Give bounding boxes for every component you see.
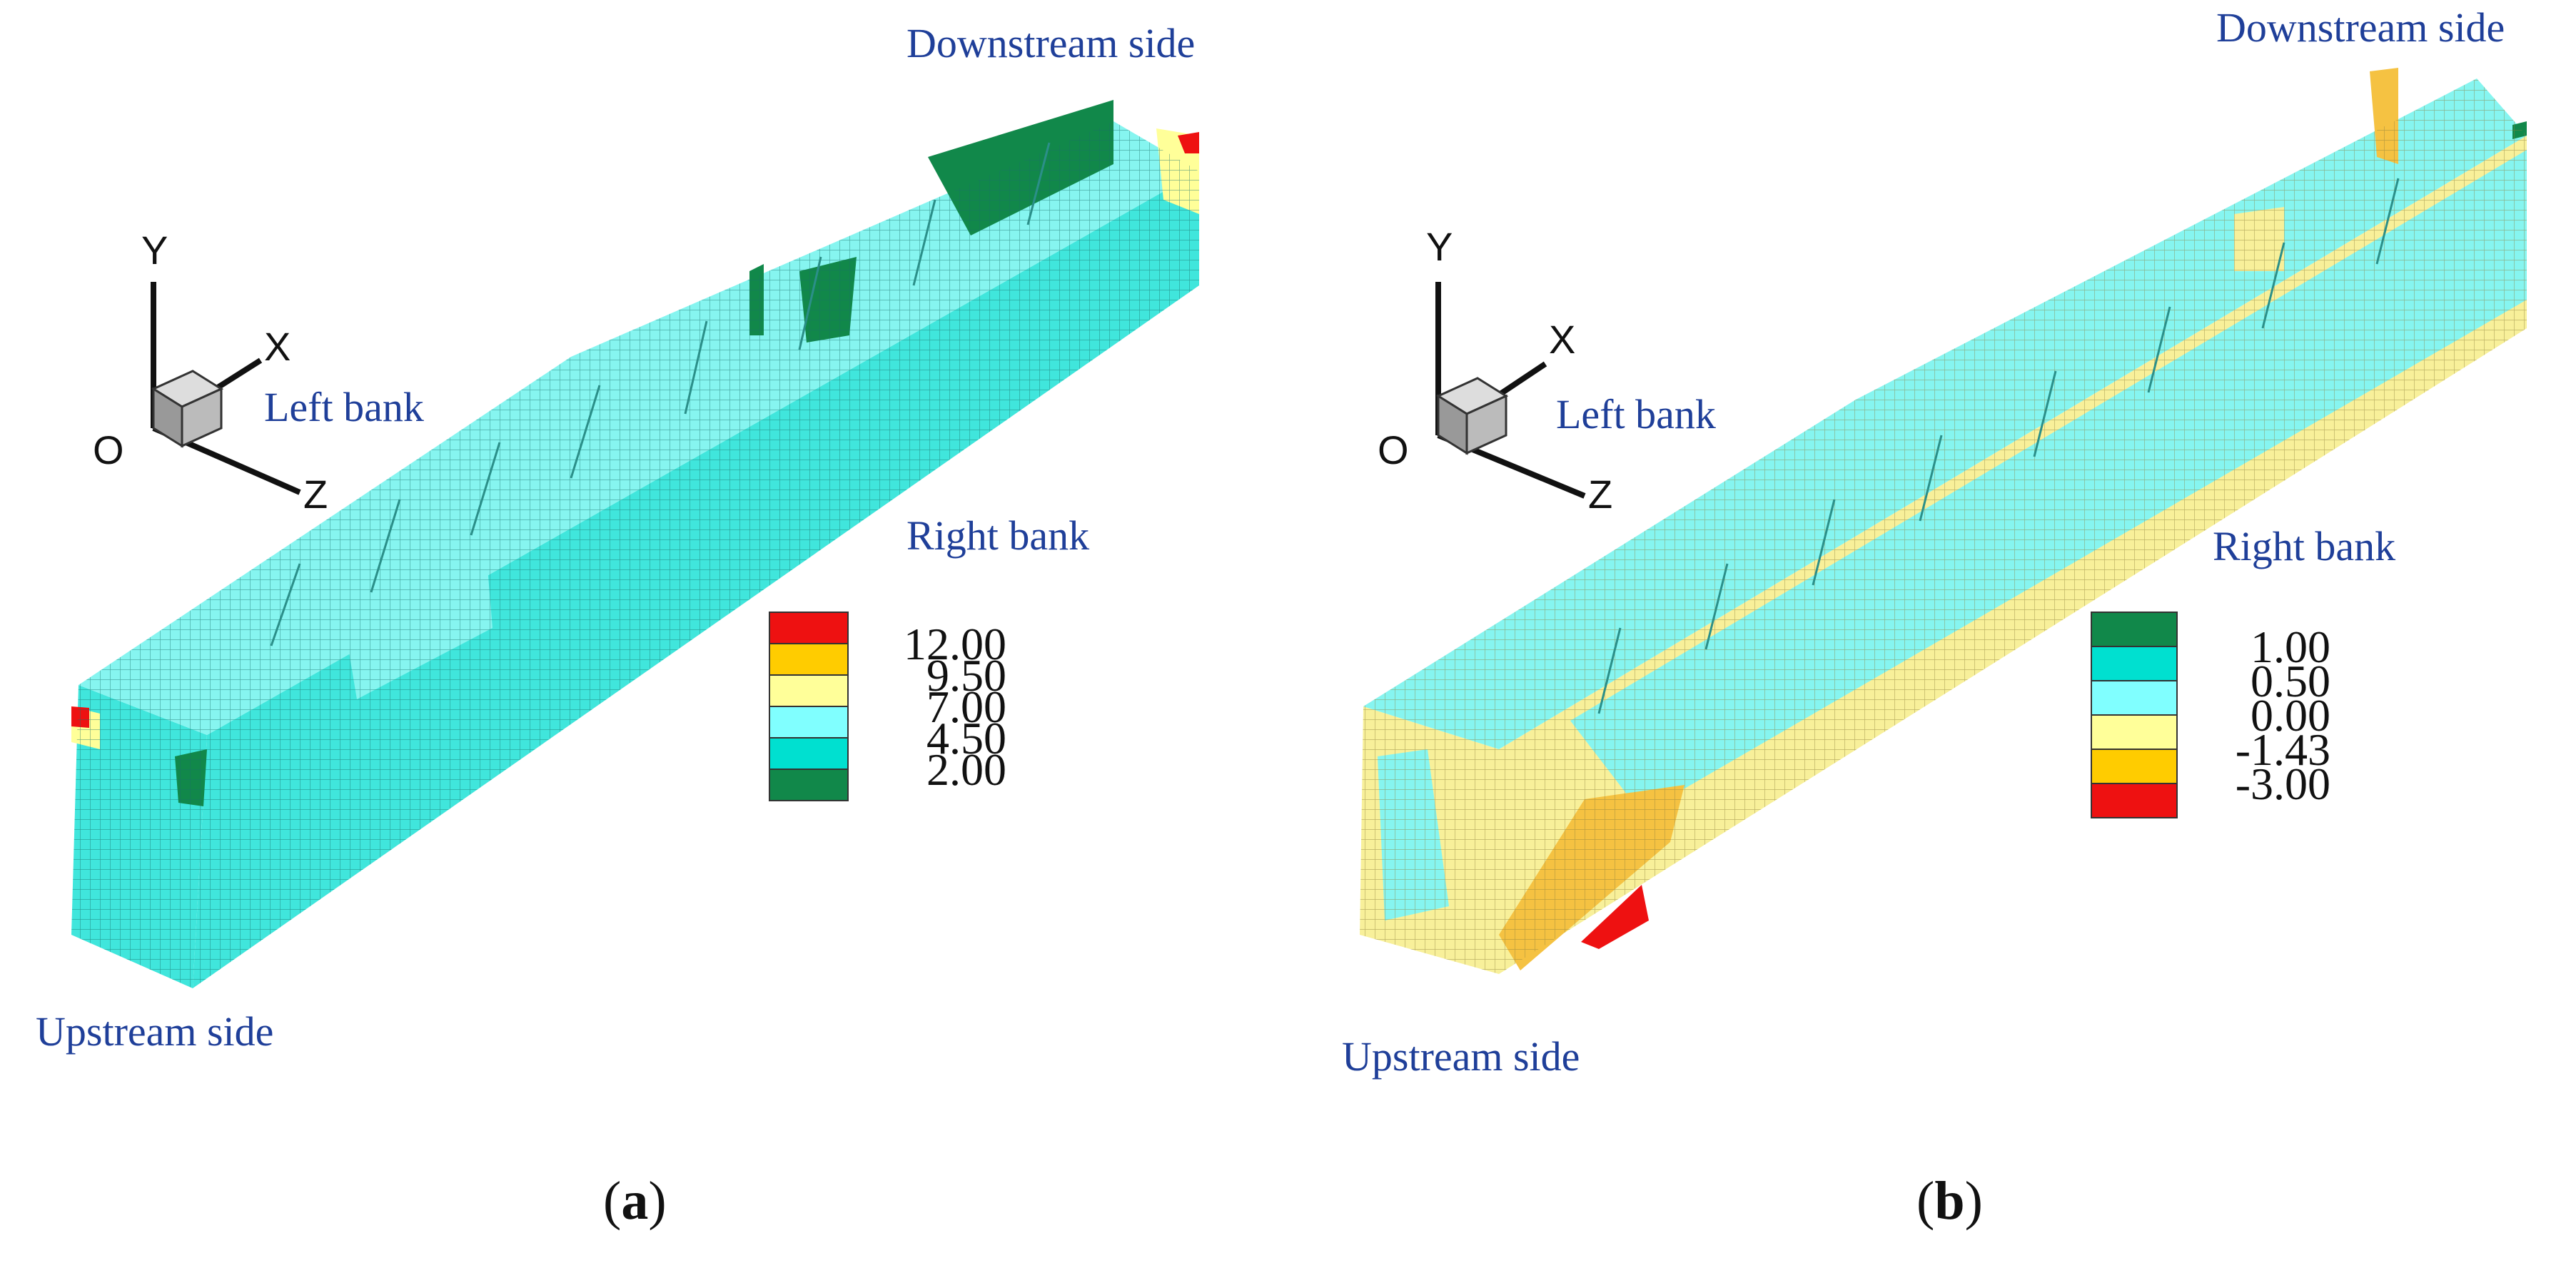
downstream-label: Downstream side bbox=[906, 20, 1195, 66]
legend-swatch bbox=[2091, 749, 2178, 784]
legend-value-label: 12.00 bbox=[904, 619, 1006, 669]
legend-value-label: 4.50 bbox=[926, 713, 1006, 764]
aqueduct-model-a bbox=[71, 100, 1199, 988]
axis-cube-icon bbox=[1435, 377, 1509, 455]
left-bank-label: Left bank bbox=[1556, 391, 1716, 437]
axis-y-label: Y bbox=[141, 228, 168, 273]
legend-value-label: -3.00 bbox=[2236, 759, 2330, 809]
legend-swatch bbox=[2091, 783, 2178, 818]
panel-b: Y X Z O Downstream side Upstream side Le… bbox=[1285, 0, 2576, 1263]
legend-swatch bbox=[769, 612, 849, 644]
legend-value-label: 2.00 bbox=[926, 744, 1006, 795]
legend-swatch bbox=[769, 643, 849, 676]
caption-a: (a) bbox=[603, 1171, 667, 1231]
legend-b: 1.000.500.00-1.43-3.00 bbox=[2091, 612, 2330, 818]
legend-swatch bbox=[2091, 680, 2178, 716]
legend-value-label: 1.00 bbox=[2251, 622, 2330, 672]
axis-x-label: X bbox=[264, 324, 291, 369]
panel-b-figure: Y X Z O Downstream side Upstream side Le… bbox=[1342, 4, 2527, 1080]
axis-y-label: Y bbox=[1426, 224, 1453, 269]
legend-value-label: 0.00 bbox=[2251, 690, 2330, 741]
legend-swatch bbox=[2091, 714, 2178, 750]
legend-swatch bbox=[769, 737, 849, 770]
upstream-label: Upstream side bbox=[36, 1008, 273, 1055]
legend-value-label: 0.50 bbox=[2251, 656, 2330, 706]
axis-cube-icon bbox=[151, 370, 224, 448]
axis-x-label: X bbox=[1549, 317, 1575, 362]
legend-swatch bbox=[769, 674, 849, 707]
right-bank-label: Right bank bbox=[906, 512, 1089, 559]
legend-swatch bbox=[2091, 646, 2178, 681]
axis-z-label: Z bbox=[303, 472, 328, 517]
downstream-label: Downstream side bbox=[2216, 4, 2505, 51]
panel-a-figure: Y X Z O Downstream side Upstream side Le… bbox=[36, 20, 1199, 1055]
axis-origin-label: O bbox=[93, 427, 124, 472]
axis-z-label: Z bbox=[1588, 472, 1612, 517]
right-bank-label: Right bank bbox=[2213, 523, 2395, 569]
legend-swatch bbox=[769, 706, 849, 739]
coordinate-axes-b: Y X Z O bbox=[1378, 224, 1612, 517]
legend-a: 12.009.507.004.502.00 bbox=[769, 612, 1006, 801]
legend-swatch bbox=[769, 769, 849, 801]
axis-origin-label: O bbox=[1378, 427, 1409, 472]
legend-value-label: -1.43 bbox=[2236, 724, 2330, 775]
legend-value-label: 7.00 bbox=[926, 681, 1006, 732]
caption-b: (b) bbox=[1916, 1171, 1983, 1231]
upstream-label: Upstream side bbox=[1342, 1033, 1580, 1080]
legend-value-label: 9.50 bbox=[926, 650, 1006, 701]
aqueduct-model-b bbox=[1360, 68, 2527, 974]
left-bank-label: Left bank bbox=[264, 384, 424, 430]
coordinate-axes-a: Y X Z O bbox=[93, 228, 328, 517]
panel-a: Y X Z O Downstream side Upstream side Le… bbox=[0, 0, 1285, 1263]
legend-swatch bbox=[2091, 612, 2178, 647]
